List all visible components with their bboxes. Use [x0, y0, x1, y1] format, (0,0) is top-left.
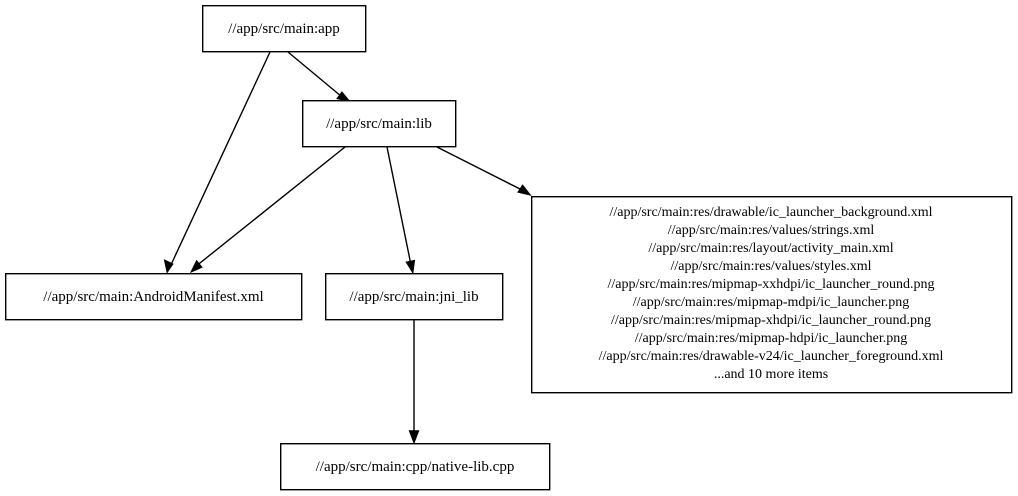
node-box[interactable]	[302, 99, 457, 148]
node-native-lib-cpp[interactable]: //app/src/main:cpp/native-lib.cpp	[280, 443, 551, 491]
cluster-line-1: //app/src/main:res/drawable/ic_launcher_…	[609, 205, 932, 220]
node-label: //app/src/main:lib	[326, 116, 432, 132]
node-jni-lib[interactable]: //app/src/main:jni_lib	[325, 273, 504, 321]
node-res-cluster[interactable]: //app/src/main:res/drawable/ic_launcher_…	[531, 195, 1013, 394]
node-label: //app/src/main:jni_lib	[349, 289, 478, 305]
cluster-line-more-items: ...and 10 more items	[714, 367, 828, 382]
edge-line	[287, 51, 345, 100]
arrowhead-icon	[163, 259, 174, 274]
node-android-manifest[interactable]: //app/src/main:AndroidManifest.xml	[4, 273, 303, 321]
node-box[interactable]	[201, 4, 367, 53]
cluster-line-8: //app/src/main:res/mipmap-hdpi/ic_launch…	[635, 331, 908, 346]
cluster-line-5: //app/src/main:res/mipmap-xxhdpi/ic_laun…	[608, 277, 935, 292]
node-box[interactable]	[325, 273, 504, 321]
cluster-line-7: //app/src/main:res/mipmap-xhdpi/ic_launc…	[611, 313, 931, 328]
edge-app-to-manifest	[163, 51, 271, 274]
node-app[interactable]: //app/src/main:app	[201, 4, 367, 53]
node-group: //app/src/main:app //app/src/main:lib //…	[4, 4, 1013, 491]
node-box[interactable]	[4, 273, 303, 321]
edge-lib-to-jni-lib	[386, 146, 416, 275]
arrowhead-icon	[408, 430, 420, 445]
edge-jni-lib-to-native-lib	[408, 320, 420, 445]
edge-lib-to-manifest	[189, 146, 346, 274]
cluster-line-4: //app/src/main:res/values/styles.xml	[670, 259, 871, 274]
node-box[interactable]	[280, 443, 551, 491]
edge-line	[436, 146, 525, 192]
node-label: //app/src/main:AndroidManifest.xml	[43, 289, 263, 305]
edge-app-to-lib	[287, 51, 351, 102]
node-box[interactable]	[531, 195, 1013, 394]
cluster-line-9: //app/src/main:res/drawable-v24/ic_launc…	[599, 349, 944, 364]
edge-line	[168, 51, 271, 269]
node-lib[interactable]: //app/src/main:lib	[302, 99, 457, 148]
arrowhead-icon	[405, 259, 416, 275]
edge-lib-to-res-cluster	[436, 146, 532, 196]
arrowhead-icon	[517, 184, 532, 196]
arrowhead-icon	[189, 259, 203, 274]
edge-line	[194, 146, 346, 268]
cluster-line-3: //app/src/main:res/layout/activity_main.…	[648, 241, 893, 256]
node-label: //app/src/main:app	[228, 21, 340, 37]
cluster-line-6: //app/src/main:res/mipmap-mdpi/ic_launch…	[633, 295, 909, 310]
edge-group	[163, 51, 532, 445]
node-label: //app/src/main:cpp/native-lib.cpp	[316, 459, 515, 475]
cluster-line-2: //app/src/main:res/values/strings.xml	[668, 223, 875, 238]
edge-line	[386, 146, 412, 266]
